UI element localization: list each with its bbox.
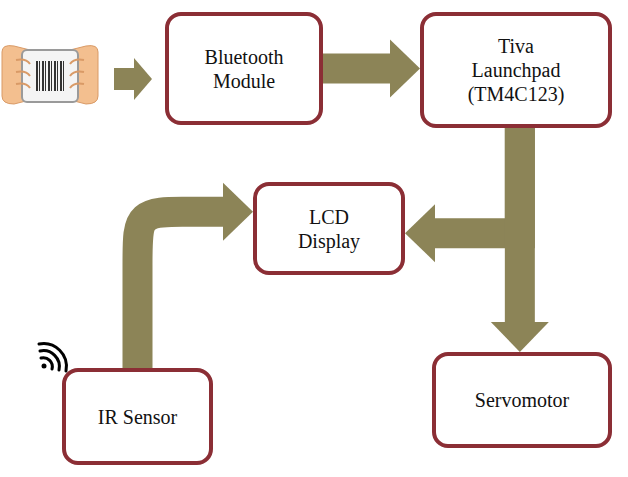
flow-arrow bbox=[138, 183, 254, 368]
arrow-head bbox=[390, 40, 420, 98]
arrow-shaft bbox=[323, 54, 392, 84]
box-label: Tiva Launchpad (TM4C123) bbox=[461, 34, 571, 106]
process-box: Tiva Launchpad (TM4C123) bbox=[420, 12, 612, 128]
arrow-shaft bbox=[138, 212, 226, 368]
box-label: Bluetooth Module bbox=[179, 45, 309, 93]
box-label: Servomotor bbox=[475, 388, 569, 412]
flow-arrow bbox=[405, 128, 520, 262]
arrow-head bbox=[223, 183, 253, 241]
process-box: IR Sensor bbox=[62, 368, 213, 465]
process-box: Servomotor bbox=[432, 352, 612, 448]
wireless-symbol bbox=[39, 344, 66, 371]
box-label: LCD Display bbox=[289, 205, 369, 253]
input-arrow bbox=[114, 58, 152, 100]
arrow-head bbox=[491, 322, 549, 352]
box-label: IR Sensor bbox=[98, 405, 177, 429]
flow-arrow bbox=[491, 128, 549, 352]
arrow-shaft bbox=[505, 128, 535, 324]
process-box: Bluetooth Module bbox=[165, 12, 323, 125]
process-box: LCD Display bbox=[253, 182, 405, 275]
arrow-head bbox=[405, 204, 435, 262]
phone-scanner bbox=[2, 46, 98, 104]
flow-arrow bbox=[323, 40, 420, 98]
